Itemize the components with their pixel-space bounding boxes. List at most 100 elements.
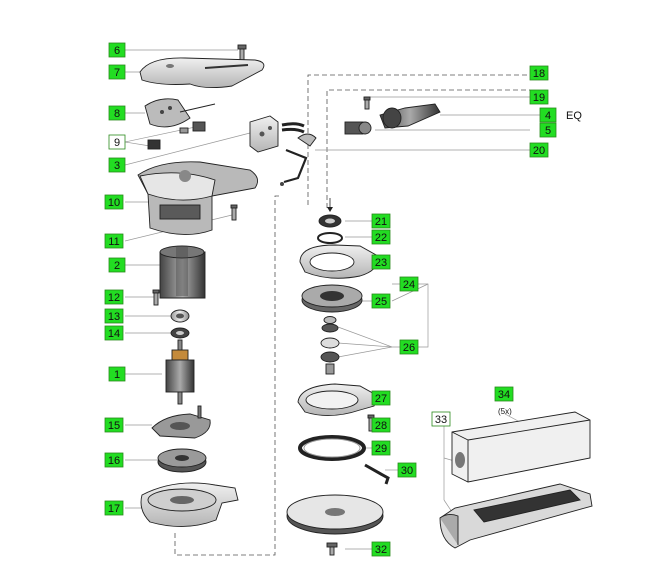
part-label-box [371, 417, 391, 433]
part-label-box [529, 142, 549, 158]
part-number-text: 2 [114, 260, 120, 272]
bearing-part-14 [170, 327, 190, 339]
screw-part-32 [326, 542, 338, 556]
bearing-part-13 [170, 309, 190, 323]
part-number-text: 33 [435, 414, 447, 426]
part-label-box [431, 411, 451, 427]
seal-ring-part-29 [298, 435, 366, 461]
part-label-24: 24 [399, 276, 419, 292]
ring-part-22 [317, 232, 343, 244]
part-label-19: 19 [529, 89, 549, 105]
part-number-text: 12 [108, 292, 120, 304]
part-label-box [371, 293, 391, 309]
part-number-text: 25 [375, 296, 387, 308]
part-number-text: 22 [375, 232, 387, 244]
arrow-indicator [327, 198, 333, 212]
bracket-part-20 [280, 148, 308, 186]
part-label-box [108, 257, 126, 273]
part-label-box [371, 541, 391, 557]
part-label-34: 34 [494, 386, 514, 402]
part-label-28: 28 [371, 417, 391, 433]
part-label-30: 30 [397, 462, 417, 478]
part-number-text: 11 [108, 236, 119, 248]
assembly-dashed-lines [174, 74, 530, 556]
part-number-text: 4 [545, 110, 551, 122]
part-label-21: 21 [371, 213, 391, 229]
part-label-box [104, 325, 124, 341]
part-label-box [108, 134, 126, 150]
part-label-box [397, 462, 417, 478]
top-cover-part-7 [139, 57, 265, 89]
part-label-box [104, 194, 124, 210]
part-number-text: 19 [533, 92, 545, 104]
screw-part-12 [152, 289, 160, 306]
part-label-box [371, 254, 391, 270]
eq-label: EQ [566, 110, 582, 122]
stator-part-2 [159, 245, 206, 299]
pad-brake-part-27 [297, 383, 379, 416]
part-label-8: 8 [108, 105, 126, 121]
part-label-box [104, 417, 124, 433]
part-label-18: 18 [529, 65, 549, 81]
part-label-7: 7 [108, 64, 126, 80]
part-number-text: 10 [108, 197, 120, 209]
part-number-text: 26 [403, 342, 415, 354]
motor-housing-part-10 [137, 161, 259, 235]
part-label-box [371, 390, 391, 406]
plug-part-4 [379, 103, 441, 129]
part-label-23: 23 [371, 254, 391, 270]
part-number-text: 24 [403, 279, 415, 291]
part-number-text: 13 [108, 311, 120, 323]
part-number-text: 34 [498, 389, 510, 401]
part-number-text: 23 [375, 257, 387, 269]
part-label-11: 11 [104, 233, 124, 249]
screw-part-6 [237, 44, 247, 61]
part-label-25: 25 [371, 293, 391, 309]
part-number-text: 1 [114, 369, 120, 381]
part-number-text: 15 [108, 420, 120, 432]
part-number-text: 28 [375, 420, 387, 432]
part-label-box [371, 440, 391, 456]
part-label-box [108, 64, 126, 80]
dust-bag-part-34 [451, 411, 591, 483]
part-label-box [108, 366, 126, 382]
part-label-10: 10 [104, 194, 124, 210]
part-label-5: 5 [539, 122, 557, 138]
cable-part-18 [281, 122, 317, 147]
part-label-box [104, 289, 124, 305]
part-label-20: 20 [529, 142, 549, 158]
part-label-2: 2 [108, 257, 126, 273]
part-label-26: 26 [399, 339, 419, 355]
part-label-32: 32 [371, 541, 391, 557]
part-label-4: 4 [539, 107, 557, 123]
part-label-box [104, 500, 124, 516]
part-label-14: 14 [104, 325, 124, 341]
part-number-text: 7 [114, 67, 120, 79]
screw-part-11 [230, 204, 238, 221]
part-number-text: 21 [375, 216, 387, 228]
part-label-box [108, 105, 126, 121]
dust-container-part-33 [439, 483, 593, 549]
base-housing-part-17 [140, 482, 239, 527]
part-label-box [399, 276, 419, 292]
part-label-box [108, 42, 126, 58]
part-number-text: 32 [375, 544, 387, 556]
part-number-text: 3 [114, 160, 120, 172]
part-label-22: 22 [371, 229, 391, 245]
part-label-15: 15 [104, 417, 124, 433]
part-label-12: 12 [104, 289, 124, 305]
part-label-9: 9 [108, 134, 126, 150]
part-label-box [104, 308, 124, 324]
part-label-33: 33 [431, 411, 451, 427]
part-label-16: 16 [104, 452, 124, 468]
part-number-text: 17 [108, 503, 120, 515]
connector-part-5 [344, 121, 372, 135]
part-number-text: 6 [114, 45, 120, 57]
part-label-box [494, 386, 514, 402]
part-label-6: 6 [108, 42, 126, 58]
part-label-17: 17 [104, 500, 124, 516]
part-number-text: 18 [533, 68, 545, 80]
housing-ring-part-23 [299, 244, 379, 279]
part-number-text: 30 [401, 465, 413, 477]
